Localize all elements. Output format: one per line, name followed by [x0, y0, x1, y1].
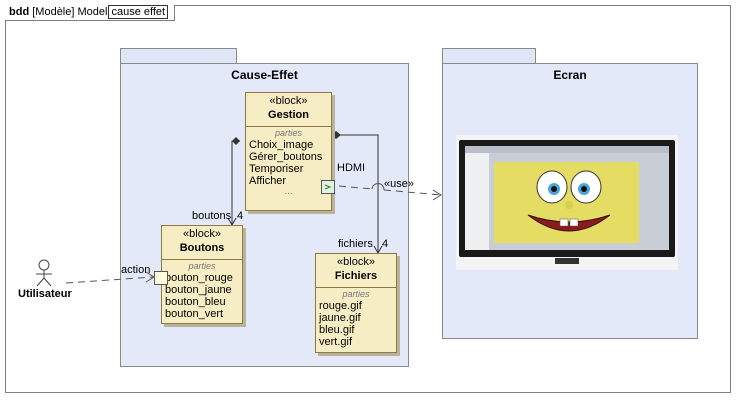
part-item: Choix_image [249, 139, 314, 151]
package-tab-cause-effet [120, 48, 237, 63]
stick-figure-actor-icon[interactable] [36, 259, 52, 287]
port-action-icon[interactable] [154, 271, 168, 285]
block-stereotype: «block» [269, 95, 308, 107]
composition-diamond-icon [232, 137, 240, 145]
use-dependency-line[interactable] [383, 189, 442, 196]
part-item: bouton_bleu [165, 296, 226, 308]
port-direction-icon [324, 184, 332, 190]
block-header: «block» Fichiers [316, 254, 396, 288]
part-item: bouton_vert [165, 308, 224, 320]
part-item: jaune.gif [319, 312, 361, 324]
actor-name: Utilisateur [18, 288, 72, 300]
part-item: vert.gif [319, 336, 353, 348]
role-label-fichiers: fichiers [338, 238, 373, 250]
role-label-boutons: boutons [192, 210, 232, 222]
port-label-action: action [121, 264, 151, 276]
part-item: Gérer_boutons [249, 151, 323, 163]
part-item: Temporiser [249, 163, 304, 175]
use-arrowhead [432, 189, 442, 201]
dependency-stereotype-use: «use» [384, 178, 414, 190]
compartment-label: parties [274, 128, 302, 138]
block-name: Boutons [179, 242, 225, 254]
compartment-label: parties [188, 261, 216, 271]
package-title: Ecran [553, 68, 587, 82]
block-name: Gestion [268, 109, 309, 121]
composition-diamond-icon [331, 131, 341, 139]
compartment-label: parties [342, 289, 370, 299]
port-label-hdmi: HDMI [337, 162, 366, 174]
line-hop [371, 183, 385, 191]
compartment-ellipsis: ... [284, 186, 293, 197]
block-boutons[interactable]: «block» Boutons parties bouton_rouge bou… [161, 225, 243, 324]
block-header: «block» Boutons [162, 226, 242, 260]
composition-gestion-fichiers[interactable] [331, 134, 379, 252]
diagram-kind: bdd [9, 6, 30, 18]
part-item: Afficher [249, 175, 287, 187]
block-fichiers[interactable]: «block» Fichiers parties rouge.gif jaune… [315, 253, 397, 353]
action-dependency-line[interactable] [65, 276, 154, 284]
part-item: rouge.gif [319, 300, 362, 312]
port-hdmi-icon[interactable] [321, 180, 335, 194]
block-name: Fichiers [334, 270, 378, 282]
block-stereotype: «block» [337, 256, 375, 268]
diagram-frame [5, 5, 731, 393]
package-tab-ecran [442, 48, 536, 63]
diagram-namespace: [Modèle] Model [32, 6, 108, 18]
multiplicity-fichiers: 4 [382, 238, 389, 250]
diagram-name: cause effet [108, 5, 169, 19]
block-header: «block» Gestion [246, 93, 331, 127]
tv-screen-image [456, 135, 678, 270]
part-item: bouton_jaune [165, 284, 232, 296]
multiplicity-boutons: 4 [237, 210, 244, 222]
block-gestion[interactable]: «block» Gestion parties Choix_image Gére… [245, 92, 332, 211]
part-item: bleu.gif [319, 324, 355, 336]
package-title: Cause-Effet [231, 68, 298, 82]
block-stereotype: «block» [183, 228, 221, 240]
part-item: bouton_rouge [165, 272, 233, 284]
use-dependency-line[interactable] [338, 185, 373, 190]
